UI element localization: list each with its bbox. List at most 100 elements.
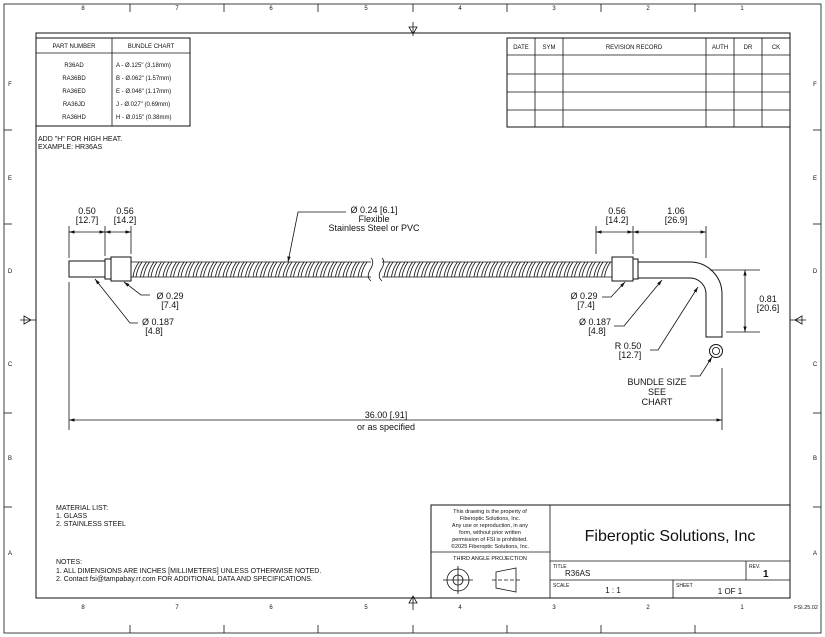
dim-left-029: Ø 0.29 [156,291,183,301]
zone-col-3-top: 3 [552,6,556,12]
rev-value: 1 [763,569,769,580]
zone-col-7-bottom: 7 [175,605,179,611]
hose-winding [263,261,270,278]
scale-value: 1 : 1 [605,586,621,595]
bundle-end-core [712,346,721,355]
hose-winding [556,261,563,278]
hose-winding [200,261,207,278]
hose-winding [544,261,551,278]
zone-col-1-bottom: 1 [740,605,744,611]
hose-winding [192,261,200,278]
projection-label: THIRD ANGLE PROJECTION [453,556,527,562]
hose-winding [252,261,260,278]
hose-winding [571,261,578,278]
high-heat-note-line1: ADD "H" FOR HIGH HEAT. [38,136,122,143]
hose-winding [225,261,233,278]
outer-border [3,3,822,634]
zone-col-8-bottom: 8 [81,605,85,611]
bundle-cell: H - Ø.015" (0.38mm) [116,115,171,121]
hose-winding [315,261,323,278]
hose-winding [454,261,461,278]
part-table-header-bundle: BUNDLE CHART [128,44,175,50]
hose-winding [566,261,574,278]
dim-right-029: Ø 0.29 [570,291,597,301]
zone-col-8-top: 8 [81,6,85,12]
dim-left-0187: Ø 0.187 [142,317,174,327]
property-notice-line: form, without prior written [459,530,521,536]
hose-winding [413,261,421,278]
hose-winding [177,261,185,278]
hose-winding [578,261,586,278]
hose-winding [278,261,285,278]
hose-winding [451,261,458,278]
hose-winding [428,261,436,278]
hose-winding [503,261,511,278]
revision-header-record: REVISION RECORD [606,45,663,51]
property-notice-line: Any use or reproduction, in any [452,523,528,529]
left-hose [131,257,374,282]
hose-winding [394,261,401,278]
part-number-cell: R36AD [64,63,84,69]
hose-winding [511,261,518,278]
dim-hose-flexible: Flexible [358,214,389,224]
hose-winding [170,261,177,278]
hose-winding [195,261,203,278]
hose-winding [282,261,290,278]
hose-winding [499,261,506,278]
left-ferrule [110,256,132,282]
bundle-size-label: BUNDLE SIZE [627,377,686,387]
center-mark-right [790,315,806,325]
sheet-value: 1 OF 1 [718,587,743,596]
high-heat-note-line2: EXAMPLE: HR36AS [38,144,103,151]
zone-col-5-bottom: 5 [364,605,368,611]
zone-row-c-left: C [8,362,13,368]
bundle-end-view [709,344,723,358]
hose-winding [488,261,496,278]
hose-winding [443,261,451,278]
hose-winding [327,261,335,278]
zone-row-b-right: B [813,456,817,462]
dim-right-029-mm: [7.4] [577,300,595,310]
zone-row-e-left: E [8,176,12,182]
hose-winding [245,261,252,278]
hose-winding [222,261,230,278]
dim-left-050-mm: [12.7] [76,215,99,225]
part-table: PART NUMBER BUNDLE CHART R36AD A - Ø.125… [35,37,191,127]
center-mark-top [408,22,418,36]
hose-winding [439,261,446,278]
dim-height-081-mm: [20.6] [757,303,780,313]
third-angle-projection-icon [443,566,520,594]
hose-winding [533,261,541,278]
material-item: 2. STAINLESS STEEL [56,521,126,528]
dim-right-056: 0.56 [608,206,626,216]
hose-winding [461,261,469,278]
right-ferrule [611,256,634,282]
hose-winding [469,261,476,278]
zone-row-d-right: D [813,269,818,275]
zone-col-1-top: 1 [740,6,744,12]
material-list-title: MATERIAL LIST: [56,505,108,512]
hose-winding [290,261,297,278]
hose-winding [529,261,536,278]
hose-winding [406,261,413,278]
part-number-cell: RA36HD [62,115,86,121]
hose-winding [338,261,345,278]
hose-winding [491,261,499,278]
hose-winding [416,261,424,278]
hose-winding [458,261,466,278]
center-mark-bottom [408,595,418,610]
hose-winding [218,261,225,278]
hose-winding [476,261,484,278]
right-bent-tip [638,261,723,338]
hose-winding [506,261,514,278]
bundle-cell: J - Ø.027" (0.69mm) [116,102,170,108]
part-number-cell: RA36JD [63,102,86,108]
zone-row-c-right: C [813,362,818,368]
dim-right-106: 1.06 [667,206,685,216]
zone-ticks [4,4,821,633]
hose-winding [424,261,431,278]
dim-right-056-mm: [14.2] [606,215,629,225]
hose-winding [350,261,357,278]
hose-winding [342,261,350,278]
